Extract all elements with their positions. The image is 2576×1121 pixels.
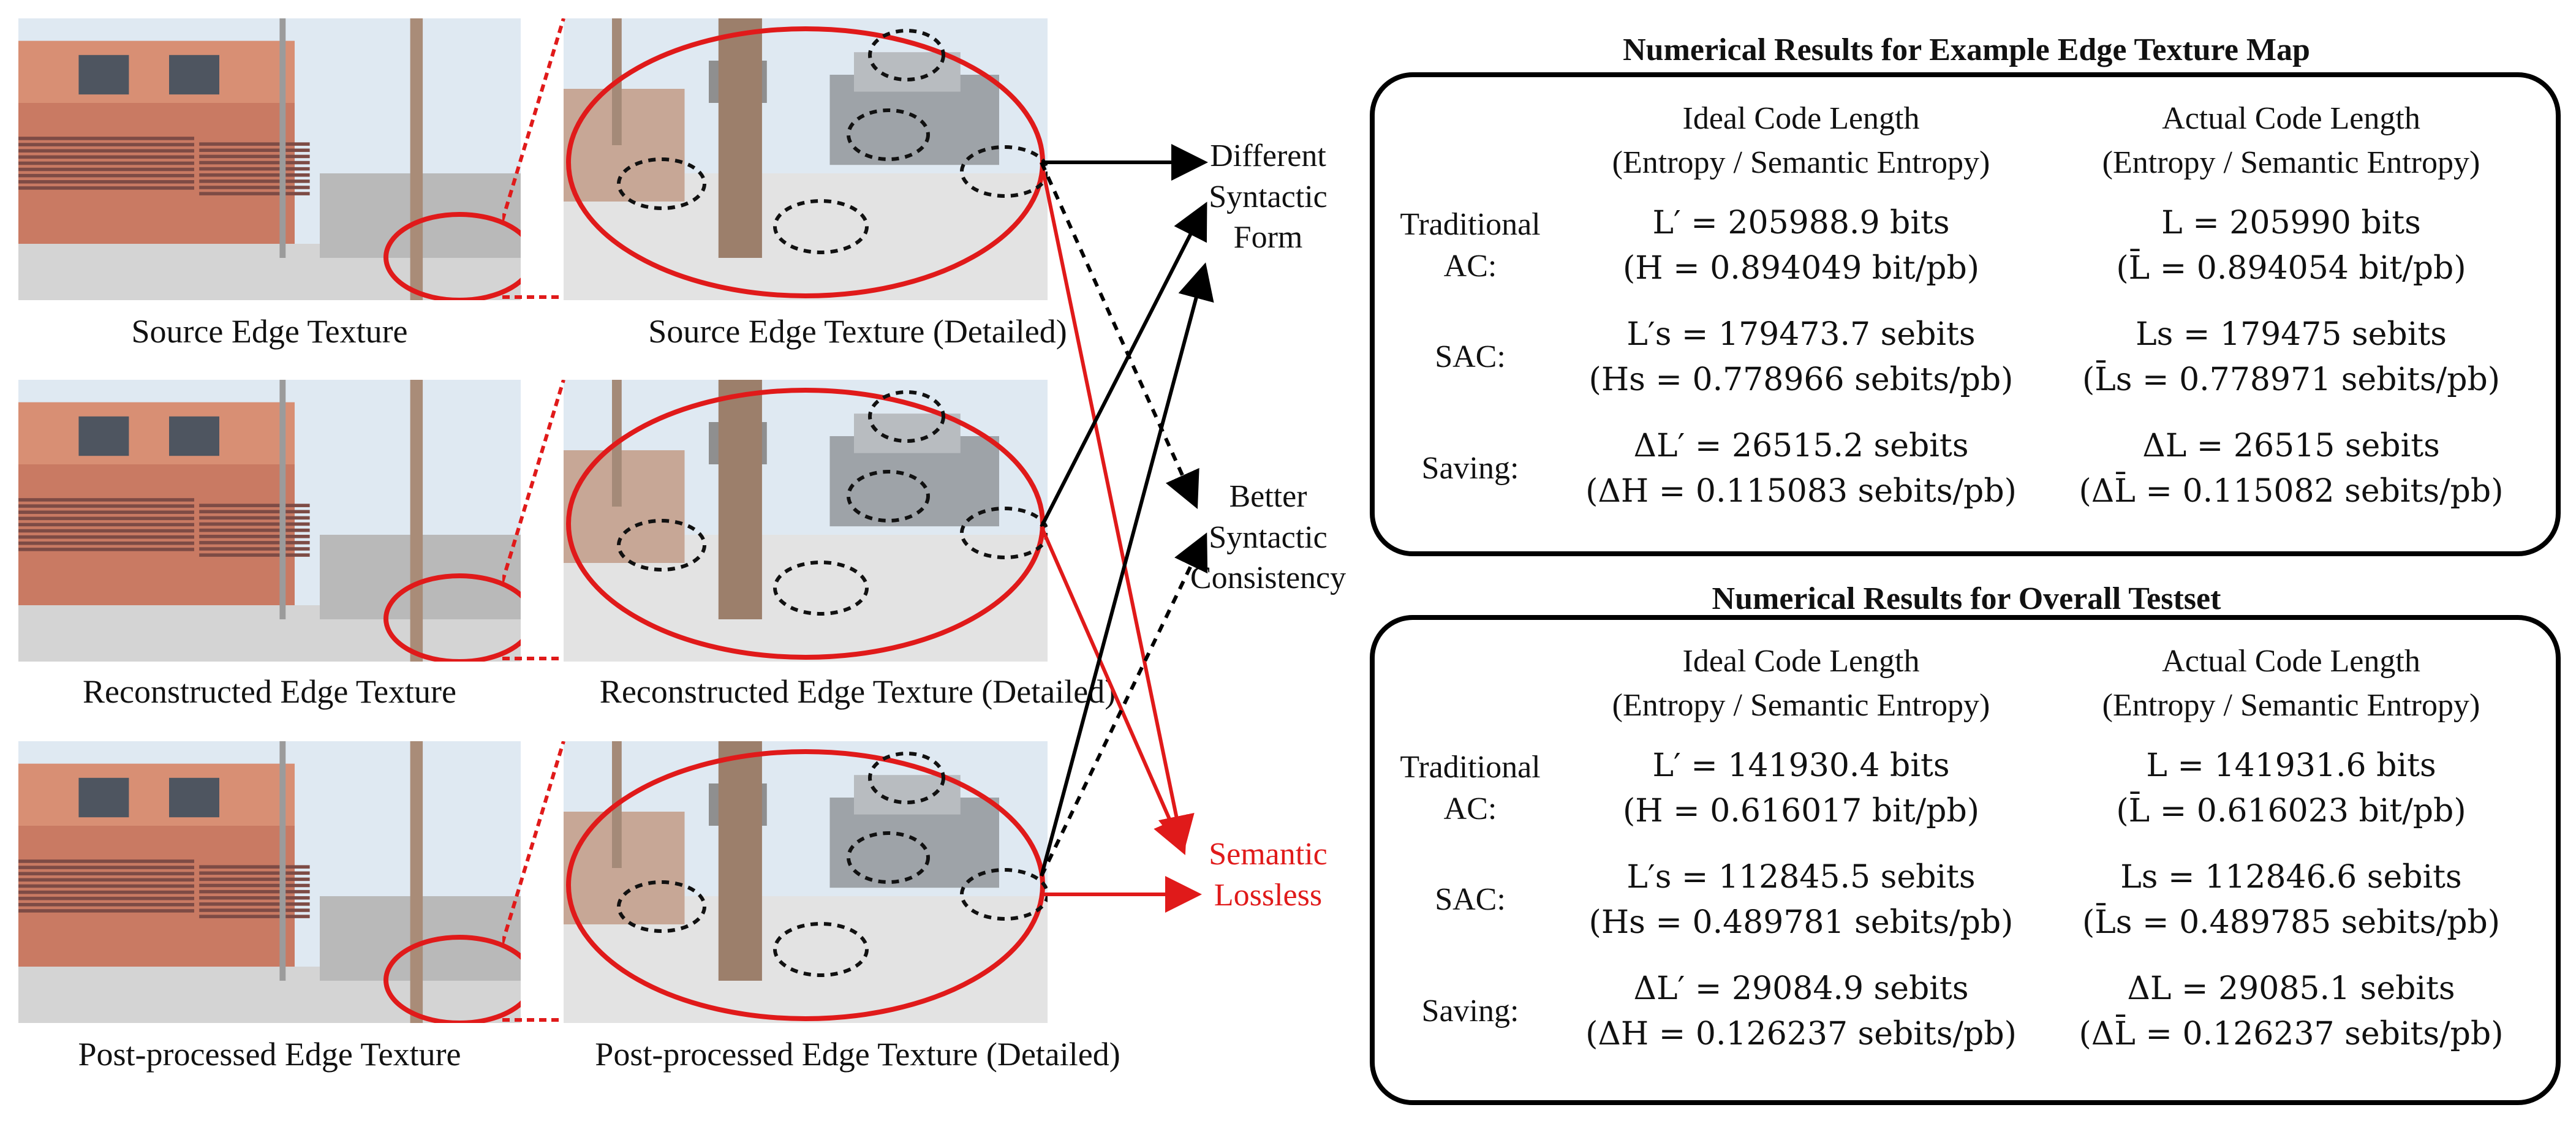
arrow-postprocessed-to-different <box>1040 262 1214 877</box>
ideal-code-length: ΔL′ = 29084.9 sebits <box>1633 970 1969 1007</box>
ideal-code-length: L′s = 112845.5 sebits <box>1626 859 1976 896</box>
row-label: Saving: <box>1421 451 1519 486</box>
flow-label-semantic: Semantic Lossless <box>1176 834 1360 916</box>
actual-entropy: (L̄s = 0.489785 sebits/pb) <box>2082 904 2501 941</box>
caption-source-detailed: Source Edge Texture (Detailed) <box>648 313 1067 350</box>
ideal-entropy: (H = 0.894049 bit/pb) <box>1622 250 1980 287</box>
header-ideal: Ideal Code Length <box>1682 101 1920 136</box>
photo-reconstructed <box>18 380 521 662</box>
zoom-connector-postprocessed <box>502 741 565 1022</box>
actual-entropy: (L̄ = 0.616023 bit/pb) <box>2116 793 2466 829</box>
flow-label-different-line2: Syntactic <box>1209 179 1328 214</box>
results-panel <box>1370 615 2561 1105</box>
arrow-reconstructed-to-different <box>1040 202 1207 528</box>
actual-entropy: (L̄ = 0.894054 bit/pb) <box>2116 250 2466 287</box>
row-label: SAC: <box>1435 882 1506 917</box>
ideal-code-length: L′ = 205988.9 bits <box>1652 205 1950 241</box>
header-actual-sub: (Entropy / Semantic Entropy) <box>2102 688 2480 723</box>
row-label: Traditional <box>1400 207 1541 242</box>
results-panel <box>1370 72 2561 556</box>
ideal-code-length: L′ = 141930.4 bits <box>1652 747 1950 784</box>
zoom-connector-source <box>502 18 565 299</box>
row-label: SAC: <box>1435 339 1506 374</box>
ideal-entropy: (Hs = 0.778966 sebits/pb) <box>1588 361 2014 398</box>
flow-label-semantic-line1: Semantic <box>1209 837 1328 872</box>
header-actual: Actual Code Length <box>2162 101 2420 136</box>
actual-code-length: ΔL = 26515 sebits <box>2142 428 2440 464</box>
caption-postprocessed-detailed: Post-processed Edge Texture (Detailed) <box>595 1036 1120 1073</box>
flow-label-different-line1: Different <box>1210 138 1326 173</box>
flow-label-better-line3: Consistency <box>1190 560 1347 596</box>
flow-label-better: Better Syntactic Consistency <box>1176 477 1360 599</box>
row-label-sub: AC: <box>1443 249 1497 284</box>
flow-label-better-line1: Better <box>1229 479 1307 514</box>
photo-postprocessed-detailed <box>564 741 1048 1023</box>
header-ideal: Ideal Code Length <box>1682 644 1920 679</box>
ideal-entropy: (ΔH = 0.126237 sebits/pb) <box>1585 1016 2017 1052</box>
ideal-entropy: (H = 0.616017 bit/pb) <box>1622 793 1980 829</box>
actual-code-length: L = 141931.6 bits <box>2146 747 2436 784</box>
actual-entropy: (ΔL̄ = 0.115082 sebits/pb) <box>2079 473 2504 510</box>
photo-source-detailed <box>564 18 1048 300</box>
arrow-source-to-semantic <box>1040 162 1195 853</box>
caption-postprocessed: Post-processed Edge Texture <box>78 1036 461 1073</box>
ideal-code-length: L′s = 179473.7 sebits <box>1626 316 1976 353</box>
arrow-source-to-better <box>1040 161 1199 509</box>
flow-label-better-line2: Syntactic <box>1209 519 1328 555</box>
zoom-connector-reconstructed <box>502 380 565 660</box>
actual-code-length: ΔL = 29085.1 sebits <box>2127 970 2455 1007</box>
flow-label-different-line3: Form <box>1233 220 1303 255</box>
ideal-code-length: ΔL′ = 26515.2 sebits <box>1633 428 1969 464</box>
header-actual-sub: (Entropy / Semantic Entropy) <box>2102 145 2480 180</box>
row-label-sub: AC: <box>1443 791 1497 826</box>
row-label: Saving: <box>1421 994 1519 1029</box>
actual-code-length: Ls = 112846.6 sebits <box>2120 859 2462 896</box>
ideal-entropy: (ΔH = 0.115083 sebits/pb) <box>1585 473 2017 510</box>
panel-title: Numerical Results for Overall Testset <box>1712 581 2221 616</box>
row-label: Traditional <box>1400 750 1541 785</box>
header-ideal-sub: (Entropy / Semantic Entropy) <box>1612 145 1990 180</box>
actual-code-length: Ls = 179475 sebits <box>2136 316 2447 353</box>
panel-title: Numerical Results for Example Edge Textu… <box>1623 32 2310 67</box>
actual-entropy: (ΔL̄ = 0.126237 sebits/pb) <box>2079 1016 2504 1052</box>
caption-reconstructed-detailed: Reconstructed Edge Texture (Detailed) <box>599 673 1116 710</box>
header-ideal-sub: (Entropy / Semantic Entropy) <box>1612 688 1990 723</box>
arrow-reconstructed-to-semantic <box>1040 526 1188 855</box>
actual-entropy: (L̄s = 0.778971 sebits/pb) <box>2082 361 2501 398</box>
flow-label-different: Different Syntactic Form <box>1176 136 1360 259</box>
photo-reconstructed-detailed <box>564 380 1048 662</box>
caption-reconstructed: Reconstructed Edge Texture <box>82 673 456 710</box>
photo-postprocessed <box>18 741 521 1023</box>
caption-source: Source Edge Texture <box>131 313 408 350</box>
ideal-entropy: (Hs = 0.489781 sebits/pb) <box>1588 904 2014 941</box>
flow-label-semantic-line2: Lossless <box>1214 877 1323 913</box>
photo-source <box>18 18 521 300</box>
actual-code-length: L = 205990 bits <box>2161 205 2421 241</box>
header-actual: Actual Code Length <box>2162 644 2420 679</box>
